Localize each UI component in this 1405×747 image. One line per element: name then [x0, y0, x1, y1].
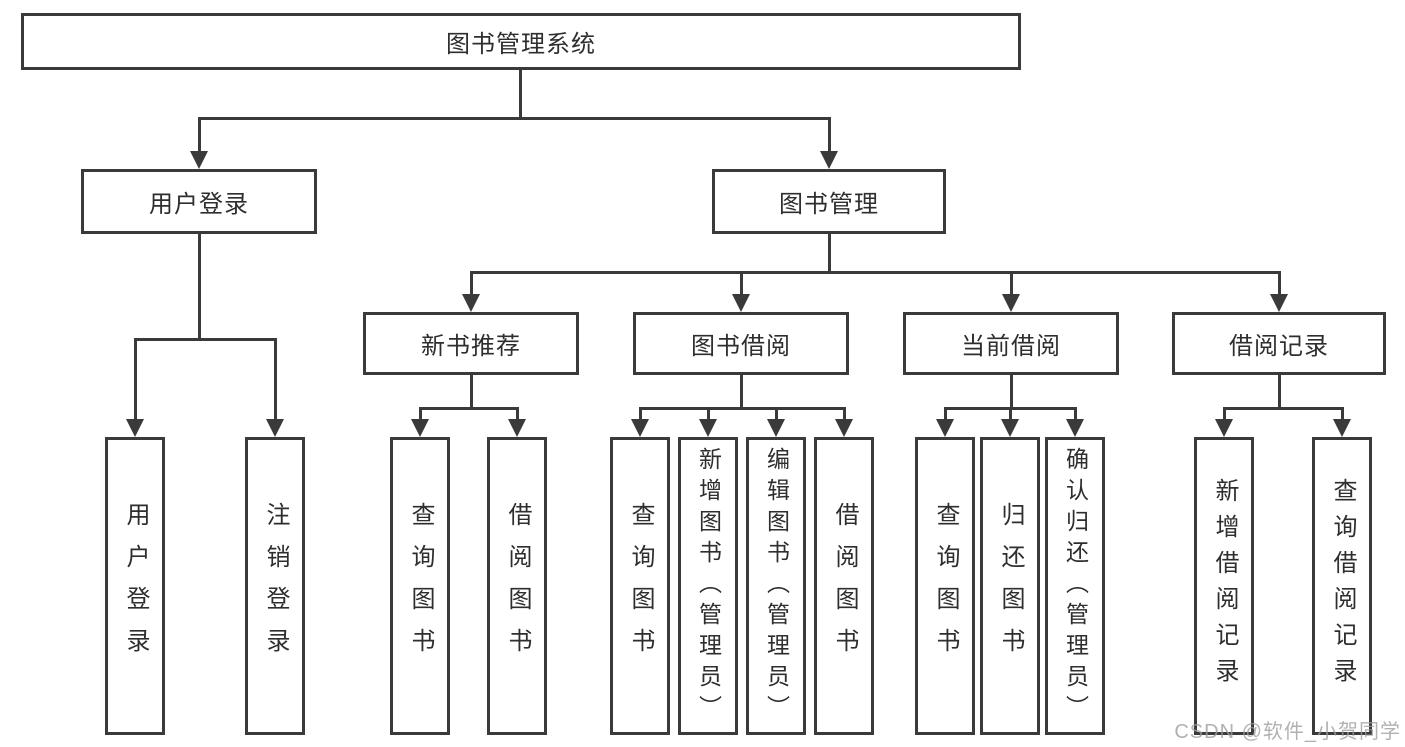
- arrowhead-icon: [1333, 419, 1351, 437]
- connector-line: [1010, 375, 1013, 410]
- connector-line: [516, 407, 519, 421]
- node-label: 新书推荐: [421, 333, 521, 360]
- leaf-label: 新增图书（管理员）: [695, 446, 722, 726]
- connector-line: [470, 271, 473, 297]
- arrowhead-icon: [631, 419, 649, 437]
- node-label: 图书借阅: [691, 333, 791, 360]
- leaf-label: 查询借阅记录: [1329, 478, 1356, 694]
- leaf-query-books-2: 查询图书: [610, 437, 670, 735]
- connector-line: [775, 407, 778, 421]
- connector-line: [1074, 407, 1077, 421]
- connector-line: [198, 233, 201, 338]
- arrowhead-icon: [732, 294, 750, 312]
- leaf-query-books: 查询图书: [390, 437, 450, 735]
- connector-line: [134, 338, 276, 341]
- leaf-label: 用户登录: [122, 502, 149, 670]
- node-book-management: 图书管理: [712, 169, 946, 234]
- leaf-borrow-books: 借阅图书: [487, 437, 547, 735]
- connector-line: [740, 271, 743, 297]
- leaf-confirm-return-admin: 确认归还（管理员）: [1045, 437, 1105, 735]
- connector-line: [1223, 407, 1343, 410]
- arrowhead-icon: [1215, 419, 1233, 437]
- node-label: 用户登录: [149, 191, 249, 218]
- node-label: 图书管理系统: [446, 31, 596, 58]
- arrowhead-icon: [767, 419, 785, 437]
- connector-line: [1278, 271, 1281, 297]
- connector-line: [1278, 375, 1281, 410]
- arrowhead-icon: [820, 151, 838, 169]
- leaf-label: 新增借阅记录: [1211, 478, 1238, 694]
- arrowhead-icon: [1066, 419, 1084, 437]
- leaf-query-borrow-record: 查询借阅记录: [1312, 437, 1372, 735]
- node-user-login: 用户登录: [81, 169, 317, 234]
- leaf-label: 借阅图书: [831, 502, 858, 670]
- leaf-label: 查询图书: [932, 502, 959, 670]
- connector-line: [828, 117, 831, 154]
- leaf-label: 借阅图书: [504, 502, 531, 670]
- connector-line: [828, 233, 831, 273]
- node-label: 当前借阅: [961, 333, 1061, 360]
- arrowhead-icon: [699, 419, 717, 437]
- connector-line: [1223, 407, 1226, 421]
- arrowhead-icon: [936, 419, 954, 437]
- leaf-label: 查询图书: [407, 502, 434, 670]
- connector-line: [639, 407, 845, 410]
- node-new-book-recommend: 新书推荐: [363, 312, 579, 375]
- connector-line: [740, 375, 743, 410]
- arrowhead-icon: [1001, 419, 1019, 437]
- connector-line: [1341, 407, 1344, 421]
- connector-line: [1010, 271, 1013, 297]
- connector-line: [639, 407, 642, 421]
- arrowhead-icon: [462, 294, 480, 312]
- leaf-edit-books-admin: 编辑图书（管理员）: [746, 437, 806, 735]
- arrowhead-icon: [190, 151, 208, 169]
- arrowhead-icon: [1002, 294, 1020, 312]
- connector-line: [944, 407, 947, 421]
- connector-line: [843, 407, 846, 421]
- arrowhead-icon: [508, 419, 526, 437]
- leaf-label: 查询图书: [627, 502, 654, 670]
- connector-line: [470, 271, 1280, 274]
- arrowhead-icon: [126, 419, 144, 437]
- connector-line: [419, 407, 519, 410]
- arrowhead-icon: [835, 419, 853, 437]
- connector-line: [274, 338, 277, 421]
- connector-line: [1009, 407, 1012, 421]
- connector-line: [198, 117, 201, 154]
- leaf-return-books: 归还图书: [980, 437, 1040, 735]
- leaf-label: 归还图书: [997, 502, 1024, 670]
- csdn-watermark: CSDN @软件_小贺同学: [1174, 721, 1401, 743]
- connector-line: [134, 338, 137, 421]
- connector-line: [470, 375, 473, 410]
- node-borrow-records: 借阅记录: [1172, 312, 1386, 375]
- leaf-label: 注销登录: [262, 502, 289, 670]
- leaf-borrow-books-2: 借阅图书: [814, 437, 874, 735]
- leaf-add-books-admin: 新增图书（管理员）: [678, 437, 738, 735]
- leaf-add-borrow-record: 新增借阅记录: [1194, 437, 1254, 735]
- node-current-borrow: 当前借阅: [903, 312, 1119, 375]
- leaf-query-books-3: 查询图书: [915, 437, 975, 735]
- connector-line: [707, 407, 710, 421]
- leaf-logout: 注销登录: [245, 437, 305, 735]
- node-label: 图书管理: [779, 191, 879, 218]
- leaf-label: 编辑图书（管理员）: [763, 446, 790, 726]
- arrowhead-icon: [411, 419, 429, 437]
- node-label: 借阅记录: [1229, 333, 1329, 360]
- connector-line: [419, 407, 422, 421]
- connector-line: [519, 69, 522, 117]
- leaf-label: 确认归还（管理员）: [1062, 446, 1089, 726]
- node-book-borrow: 图书借阅: [633, 312, 849, 375]
- leaf-user-login: 用户登录: [105, 437, 165, 735]
- node-library-management-system: 图书管理系统: [21, 13, 1021, 70]
- arrowhead-icon: [1270, 294, 1288, 312]
- arrowhead-icon: [266, 419, 284, 437]
- connector-line: [198, 117, 830, 120]
